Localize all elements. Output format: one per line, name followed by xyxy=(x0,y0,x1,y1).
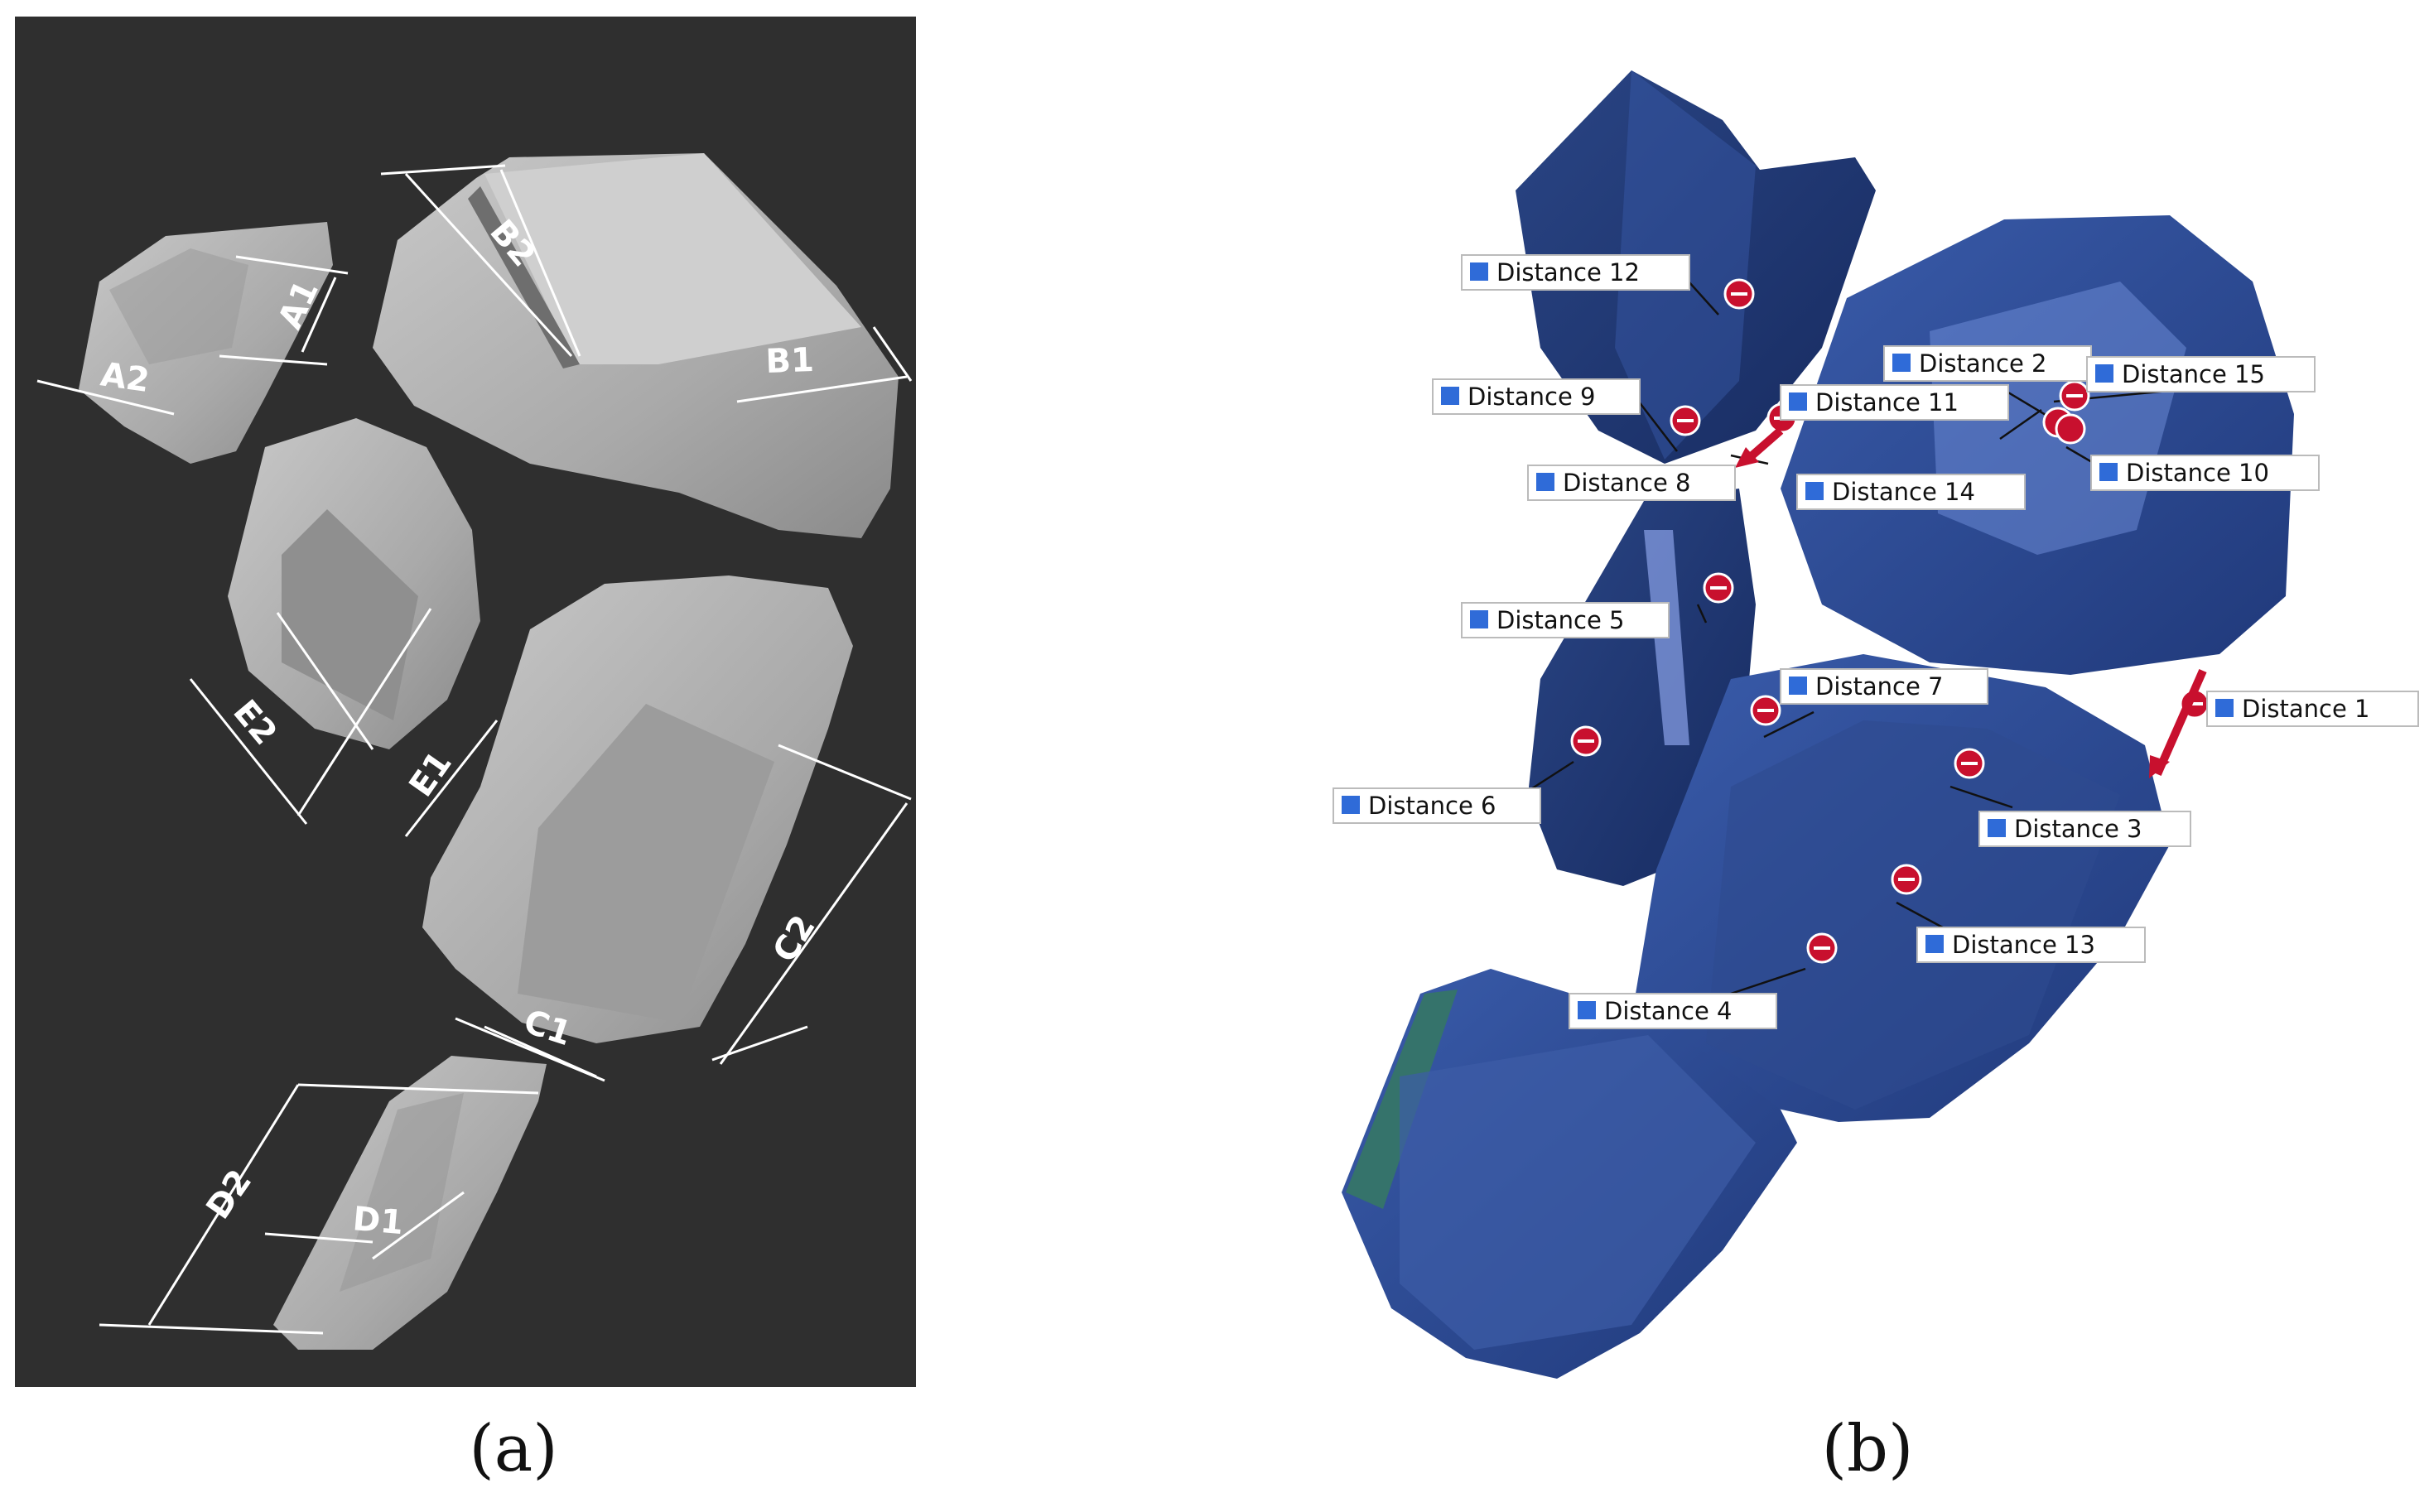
fragment-top-right xyxy=(1781,215,2294,675)
distance-label-12: Distance 12 xyxy=(1461,254,1690,291)
distance-icon xyxy=(1470,262,1488,281)
distance-label-10: Distance 10 xyxy=(2090,455,2320,491)
svg-text:Distance 15: Distance 15 xyxy=(2122,360,2265,388)
dim-label-B1: B1 xyxy=(765,341,815,381)
distance-label-5: Distance 5 xyxy=(1461,602,1670,638)
distance-label-1: Distance 1 xyxy=(2206,691,2419,727)
svg-text:Distance 5: Distance 5 xyxy=(1496,606,1624,634)
distance-label-2: Distance 2 xyxy=(1883,345,2092,382)
distance-label-4: Distance 4 xyxy=(1569,993,1777,1029)
dim-label-D1: D1 xyxy=(351,1200,405,1242)
svg-text:Distance 8: Distance 8 xyxy=(1563,469,1690,497)
distance-label-13: Distance 13 xyxy=(1916,927,2146,963)
caption-b: (b) xyxy=(1821,1412,1914,1486)
distance-label-15: Distance 15 xyxy=(2086,356,2316,392)
stone-b xyxy=(373,153,899,538)
measurement-markers xyxy=(1570,278,2210,964)
stone-a xyxy=(79,222,333,464)
distance-icon xyxy=(1988,819,2006,837)
stone-c xyxy=(422,575,853,1043)
distance-label-3: Distance 3 xyxy=(1978,811,2191,847)
distance-icon xyxy=(1789,677,1807,695)
distance-icon xyxy=(2215,699,2234,717)
distance-icon xyxy=(1470,610,1488,628)
panel-b: Distance 1 Distance 2 Distance 3 Distanc… xyxy=(1333,70,2419,1379)
distance-icon xyxy=(1578,1001,1596,1019)
svg-text:Distance 12: Distance 12 xyxy=(1496,258,1640,287)
distance-icon xyxy=(1536,473,1554,491)
fragment-bottom xyxy=(1342,969,1797,1379)
distance-label-9: Distance 9 xyxy=(1432,378,1641,415)
distance-label-14: Distance 14 xyxy=(1796,474,2026,510)
distance-label-7: Distance 7 xyxy=(1780,668,1988,705)
svg-text:Distance 6: Distance 6 xyxy=(1368,792,1496,820)
svg-text:Distance 9: Distance 9 xyxy=(1468,383,1595,411)
distance-icon xyxy=(1789,392,1807,411)
distance-icon xyxy=(1892,354,1911,372)
distance-icon xyxy=(1441,387,1459,405)
svg-text:Distance 1: Distance 1 xyxy=(2242,695,2369,723)
distance-icon xyxy=(1342,796,1360,814)
svg-text:Distance 14: Distance 14 xyxy=(1832,478,1975,506)
fragment-top-left xyxy=(1516,70,1876,464)
distance-icon xyxy=(1925,935,1944,953)
distance-icon xyxy=(1805,482,1824,500)
svg-text:Distance 7: Distance 7 xyxy=(1815,672,1943,701)
distance-label-8: Distance 8 xyxy=(1527,465,1736,501)
panel-a: A1 A2 B1 B2 C1 C2 D1 D2 E1 E2 xyxy=(15,17,916,1387)
caption-a: (a) xyxy=(469,1412,558,1486)
svg-text:Distance 3: Distance 3 xyxy=(2014,815,2142,843)
svg-text:Distance 10: Distance 10 xyxy=(2126,459,2269,487)
svg-text:Distance 13: Distance 13 xyxy=(1952,931,2095,959)
svg-text:Distance 11: Distance 11 xyxy=(1815,388,1959,417)
svg-text:Distance 4: Distance 4 xyxy=(1604,997,1732,1025)
svg-text:Distance 2: Distance 2 xyxy=(1919,349,2046,378)
distance-label-6: Distance 6 xyxy=(1333,787,1541,824)
distance-icon xyxy=(2099,463,2118,481)
distance-icon xyxy=(2095,364,2113,383)
distance-labels: Distance 1 Distance 2 Distance 3 Distanc… xyxy=(1333,254,2419,1029)
dim-label-A2: A2 xyxy=(99,355,152,400)
distance-label-11: Distance 11 xyxy=(1780,384,2009,421)
panel-a-dimension-labels: A1 A2 B1 B2 C1 C2 D1 D2 E1 E2 xyxy=(99,213,823,1242)
